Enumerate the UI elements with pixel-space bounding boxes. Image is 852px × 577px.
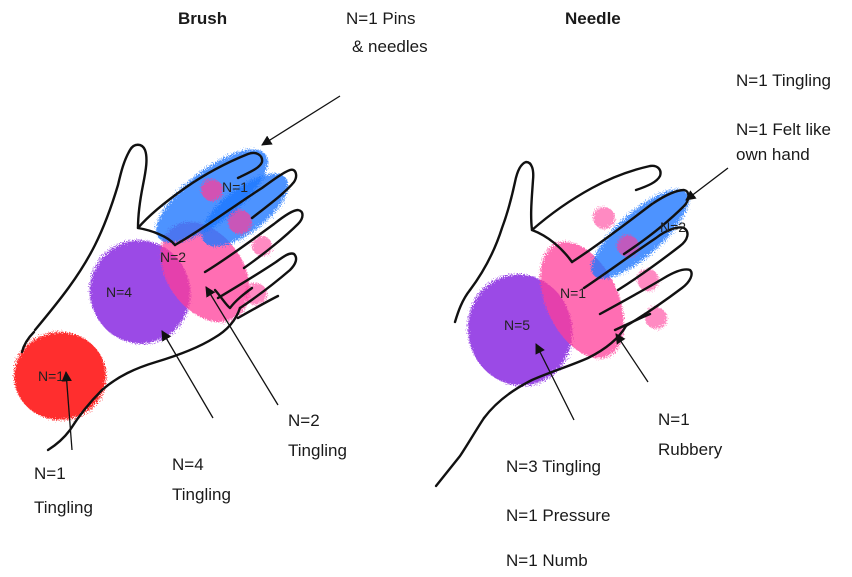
needle-callout-top2-line2: own hand [736,145,810,164]
brush-callout-top: N=1 Pins & needles [262,9,428,145]
needle-label-fingers: N=2 [660,219,686,235]
needle-callout-base: N=1 Rubbery [616,334,723,459]
brush-callout-base-line1: N=2 [288,411,320,430]
brush-callout-top-line1: N=1 Pins [346,9,415,28]
brush-callout-wrist-line2: Tingling [34,498,93,517]
needle-label-finger-base: N=1 [560,285,586,301]
title-brush: Brush [178,9,227,28]
brush-callout-top-line2: & needles [352,37,428,56]
needle-callout-palm-line2: N=1 Pressure [506,506,610,525]
brush-callout-top-arrow [262,96,340,145]
brush-callout-palm-line1: N=4 [172,455,204,474]
needle-hand: N=5 N=1 N=2 N=1 Tingling N=1 Felt like o… [436,71,831,570]
brush-pink-spot-2 [228,210,252,234]
title-needle: Needle [565,9,621,28]
brush-label-fingers: N=1 [222,179,248,195]
needle-pink-spot-1 [593,207,615,229]
needle-callout-top2-line1: N=1 Felt like [736,120,831,139]
needle-callout-base-arrow [616,334,648,382]
brush-pink-spot-1 [201,179,223,201]
needle-callout-palm-line1: N=3 Tingling [506,457,601,476]
needle-callout-top: N=1 Tingling N=1 Felt like own hand [686,71,831,200]
needle-callout-base-line1: N=1 [658,410,690,429]
needle-callout-top1: N=1 Tingling [736,71,831,90]
brush-callout-wrist-line1: N=1 [34,464,66,483]
brush-hand: N=1 N=4 N=2 N=1 N=1 Pins & needles N=1 T… [14,9,428,517]
needle-callout-palm-line3: N=1 Numb [506,551,588,570]
needle-pink-spot-4 [645,307,667,329]
brush-callout-palm-line2: Tingling [172,485,231,504]
brush-callout-base-line2: Tingling [288,441,347,460]
brush-label-palm: N=4 [106,284,132,300]
needle-callout-top-arrow [686,168,728,200]
needle-label-palm: N=5 [504,317,530,333]
needle-callout-base-line2: Rubbery [658,440,723,459]
brush-label-finger-base: N=2 [160,249,186,265]
brush-label-wrist: N=1 [38,368,64,384]
